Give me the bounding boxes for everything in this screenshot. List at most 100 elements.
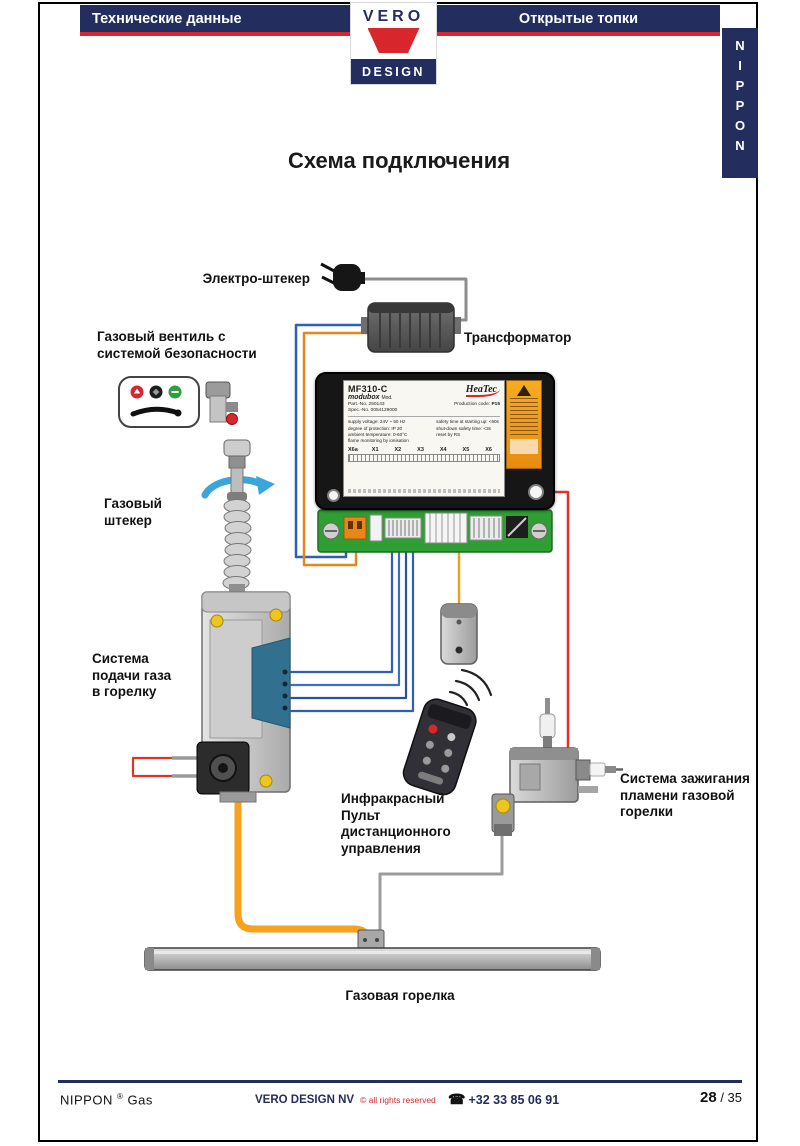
- header-right-label: Открытые топки: [518, 10, 639, 27]
- spec-line: degree of protection: IP 20: [348, 425, 403, 431]
- burner-graphic: [144, 929, 601, 971]
- label-line: Инфракрасный: [341, 791, 445, 806]
- unit-series: modubox Mod.: [348, 394, 393, 401]
- logo-design-text: DESIGN: [351, 59, 436, 84]
- nippon-letter: P: [735, 98, 745, 113]
- production-value: P15: [491, 402, 500, 407]
- nippon-letter: P: [735, 78, 745, 93]
- unit-model: MF310-C: [348, 384, 388, 394]
- valve-blue-wires: [288, 551, 415, 713]
- label-gas-burner: Газовая горелка: [345, 988, 455, 1003]
- micro-text-line: [348, 489, 500, 493]
- label-line: Пульт: [341, 807, 381, 823]
- spec-line: ambient temperature: 0-60°C: [348, 431, 408, 437]
- label-transformer: Трансформатор: [464, 330, 572, 345]
- unit-production-code: Production code: P15: [454, 402, 500, 414]
- header-left-label: Технические данные: [92, 10, 242, 27]
- unit-mod: Mod.: [381, 395, 393, 401]
- unit-reset-button: [528, 484, 544, 500]
- phone-icon: ☎: [448, 1091, 466, 1107]
- unit-indicator-left: [327, 489, 340, 502]
- unit-ids-row: Part.-No. 250143 Spec.-No. 0054129000 Pr…: [348, 402, 500, 414]
- unit-specs: supply voltage: 24V ~ 50 Hz degree of pr…: [348, 416, 500, 444]
- spec-line: supply voltage: 24V ~ 50 Hz: [348, 419, 406, 425]
- footer-company-name: VERO DESIGN NV: [255, 1094, 355, 1106]
- sticker-note-box: [510, 439, 538, 454]
- terminal-label: X1: [371, 447, 379, 454]
- label-electro-plug: Электро-штекер: [202, 271, 310, 286]
- nippon-letter: N: [735, 138, 745, 153]
- nippon-letter: I: [738, 58, 742, 73]
- label-line: Газовый: [104, 496, 162, 511]
- gas-control-valve-graphic: [172, 591, 291, 803]
- ir-receiver-graphic: [440, 603, 478, 665]
- label-line: горелки: [620, 804, 674, 820]
- label-line: штекер: [104, 512, 152, 528]
- burner-gray-wire: [378, 828, 504, 934]
- label-line: управления: [341, 841, 421, 857]
- unit-spec-no: Spec.-No. 0054129000: [348, 408, 398, 414]
- gas-valve-safety-icon: [118, 376, 238, 428]
- unit-ids: Part.-No. 250143 Spec.-No. 0054129000: [348, 402, 397, 414]
- footer-phone: ☎ +32 33 85 06 91: [448, 1091, 559, 1108]
- heatec-logo: HeaTec: [465, 384, 500, 397]
- spec-line: flame monitoring by ionisation: [348, 438, 409, 444]
- footer-rights: © all rights reserved: [360, 1095, 436, 1105]
- sticker-text-lines: [510, 398, 538, 436]
- nippon-letter: N: [735, 38, 745, 53]
- label-ir-remote: Инфракрасный Пульт дистанционного управл…: [341, 791, 451, 858]
- nippon-letter: O: [734, 118, 746, 133]
- label-line: Система: [92, 651, 149, 666]
- ignition-assembly-graphic: [491, 698, 623, 836]
- label-gas-valve-safety: Газовый вентиль с системой безопасности: [97, 329, 257, 362]
- transformer-graphic: [361, 302, 461, 353]
- terminal-label: X2: [394, 447, 402, 454]
- terminal-diagram-strip: [348, 454, 500, 463]
- ir-signal-icon: [448, 668, 493, 707]
- label-gas-supply: Система подачи газа в горелку: [92, 651, 171, 701]
- terminal-row: X1 X2 X3 X4 X5 X6: [372, 447, 500, 453]
- pcb-terminal-strip-graphic: [317, 509, 553, 553]
- footer-company: VERO DESIGN NV © all rights reserved: [255, 1094, 436, 1106]
- label-line: дистанционного: [341, 824, 451, 840]
- label-line: в горелку: [92, 684, 157, 700]
- label-line: Газовый вентиль с: [97, 329, 226, 344]
- page-current: 28: [700, 1089, 717, 1106]
- footer-brand-name: NIPPON: [60, 1092, 113, 1108]
- spec-line: shut-down safety time: <3s: [436, 425, 491, 431]
- spec-line: reset by RS: [436, 431, 461, 437]
- unit-terminal-labels: X6a X1 X2 X3 X4 X5 X6: [348, 447, 500, 453]
- footer-brand-suffix: Gas: [127, 1092, 153, 1108]
- label-line: пламени газовой: [620, 787, 735, 803]
- terminal-label: X5: [462, 447, 470, 454]
- flex-hose-graphic: [222, 499, 252, 590]
- header-bar-left: Технические данные: [80, 5, 350, 32]
- ir-remote-graphic: [402, 698, 477, 796]
- terminal-label: X6: [485, 447, 492, 454]
- label-line: Система зажигания: [620, 771, 750, 786]
- terminal-label: X4: [439, 447, 447, 454]
- unit-type-label: MF310-C modubox Mod. HeaTec Part.-No. 25…: [343, 380, 505, 497]
- terminal-x6a: X6a: [348, 447, 358, 454]
- gas-plug-graphic: [201, 439, 275, 594]
- label-ignition-system: Система зажигания пламени газовой горелк…: [620, 771, 750, 821]
- terminal-label: X3: [417, 447, 424, 454]
- logo-red-shape-icon: [367, 28, 420, 53]
- feed-orange-wire: [302, 331, 372, 567]
- unit-model-block: MF310-C modubox Mod.: [348, 384, 393, 401]
- phone-number: +32 33 85 06 91: [468, 1092, 560, 1107]
- header-bar-right: Открытые топки: [437, 5, 720, 32]
- page-number: 28 / 35: [650, 1089, 742, 1106]
- footer-brand: NIPPON ® Gas: [60, 1092, 153, 1107]
- control-unit-modubox: MF310-C modubox Mod. HeaTec Part.-No. 25…: [315, 372, 555, 510]
- unit-part-no: Part.-No. 250143: [348, 402, 385, 407]
- brand-logo: VERO DESIGN: [350, 2, 437, 85]
- spec-line: safety time at starting up: <60s: [436, 419, 499, 425]
- unit-specs-right: safety time at starting up: <60s shut-do…: [436, 419, 500, 444]
- warning-sticker: [506, 380, 542, 469]
- logo-vero-text: VERO: [362, 8, 425, 25]
- production-label: Production code:: [454, 402, 491, 407]
- registered-mark-icon: ®: [116, 1092, 124, 1101]
